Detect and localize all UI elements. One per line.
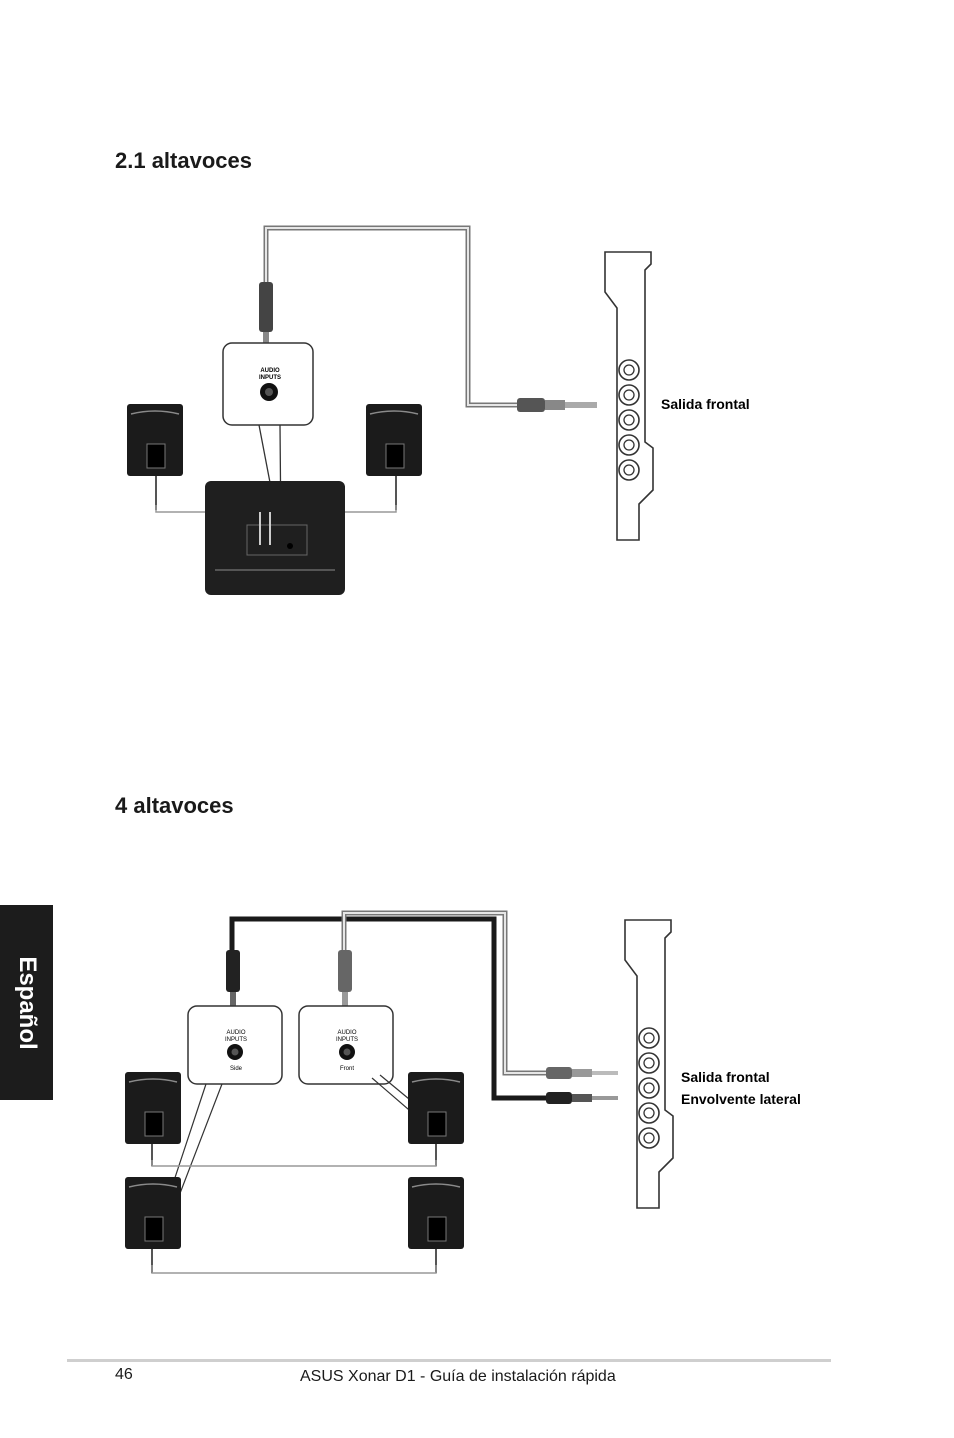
svg-text:INPUTS: INPUTS (336, 1037, 358, 1043)
speaker-front-left-icon (124, 1071, 182, 1145)
audio-plug-icon (259, 282, 273, 332)
section-heading-4: 4 altavoces (115, 793, 234, 818)
svg-text:INPUTS: INPUTS (225, 1037, 247, 1043)
audio-plug-icon (338, 950, 352, 992)
port-label-side: Envolvente lateral (681, 1091, 801, 1107)
audio-plug-icon (517, 398, 545, 412)
speaker-left-icon (126, 403, 184, 477)
sound-card-bracket-icon (624, 919, 674, 1209)
audio-cable-side (229, 916, 546, 1101)
port-label-front: Salida frontal (681, 1069, 770, 1085)
port-label-front: Salida frontal (661, 396, 750, 412)
audio-plug-icon (226, 950, 240, 992)
section-heading-2-1: 2.1 altavoces (115, 148, 252, 173)
speaker-right-icon (365, 403, 423, 477)
speaker-rear-right-icon (407, 1176, 465, 1250)
audio-inputs-label: AUDIO (260, 368, 280, 374)
sound-card-bracket-icon (604, 251, 654, 541)
audio-plug-icon (546, 1092, 572, 1104)
subwoofer-icon (205, 481, 345, 595)
diagram-2-1: AUDIO INPUTS Salida frontal (126, 225, 750, 595)
audio-plug-icon (546, 1067, 572, 1079)
speaker-front-right-icon (407, 1071, 465, 1145)
page-number: 46 (115, 1366, 133, 1383)
footer-divider (67, 1359, 831, 1362)
input-caption-side: Side (230, 1066, 243, 1072)
footer-title: ASUS Xonar D1 - Guía de instalación rápi… (300, 1368, 616, 1385)
svg-text:AUDIO: AUDIO (337, 1030, 356, 1036)
input-caption-front: Front (340, 1066, 354, 1072)
diagram-4: AUDIO INPUTS Side AUDIO INPUTS Front Sal… (124, 910, 801, 1274)
language-side-tab: Español (0, 905, 53, 1100)
language-tab-label: Español (13, 955, 41, 1050)
speaker-rear-left-icon (124, 1176, 182, 1250)
svg-text:AUDIO: AUDIO (226, 1030, 245, 1036)
svg-text:INPUTS: INPUTS (259, 375, 281, 381)
